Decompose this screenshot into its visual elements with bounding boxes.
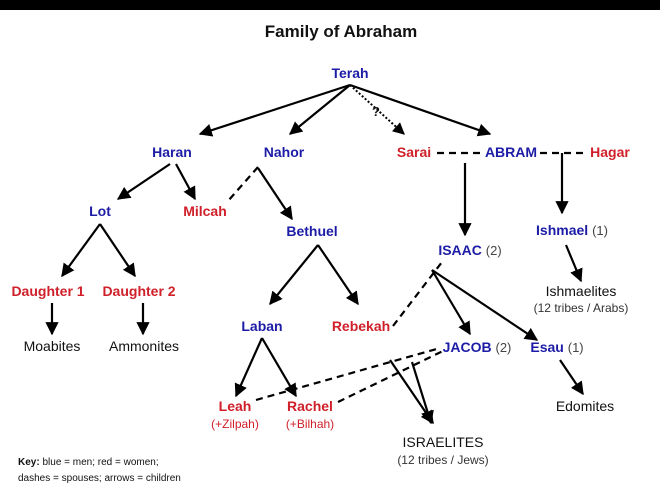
spouse-rachel-jacob	[337, 349, 446, 403]
arrow-isaac-esau	[431, 269, 539, 341]
legend-key: Key: blue = men; red = women; dashes = s…	[18, 457, 181, 484]
isaac-name: ISAAC	[438, 242, 482, 258]
ishmaelites-note: (12 tribes / Arabs)	[534, 301, 629, 315]
person-hagar: Hagar	[590, 144, 630, 160]
arrow-bethuel-laban	[269, 244, 319, 306]
person-terah: Terah	[331, 65, 368, 81]
isaac-children-count: (2)	[486, 243, 502, 258]
person-abram: ABRAM	[485, 144, 537, 160]
nation-moabites: Moabites	[24, 338, 81, 354]
person-ishmael: Ishmael (1)	[536, 222, 608, 238]
person-haran: Haran	[152, 144, 192, 160]
arrow-haran-lot	[116, 163, 171, 200]
person-lot: Lot	[89, 203, 111, 219]
person-esau: Esau (1)	[530, 339, 583, 355]
person-jacob: JACOB (2)	[443, 339, 512, 355]
ishmael-name: Ishmael	[536, 222, 588, 238]
person-bethuel: Bethuel	[286, 223, 337, 239]
top-bar	[0, 0, 660, 10]
person-nahor: Nahor	[264, 144, 305, 160]
nation-ammonites: Ammonites	[109, 338, 179, 354]
arrow-laban-leah	[234, 337, 264, 398]
person-milcah: Milcah	[183, 203, 227, 219]
arrow-terah-sarai-uncertain	[349, 84, 405, 135]
arrow-terah-abram	[349, 83, 492, 137]
leah-note: (+Zilpah)	[211, 417, 259, 431]
israelites-note: (12 tribes / Jews)	[397, 453, 488, 467]
arrow-lot-daughter1	[61, 223, 101, 278]
person-sarai: Sarai	[397, 144, 431, 160]
person-rachel: Rachel	[287, 398, 333, 414]
person-laban: Laban	[241, 318, 282, 334]
diagram-title: Family of Abraham	[265, 22, 417, 41]
arrow-ishmael-ishmaelites	[564, 244, 583, 283]
esau-name: Esau	[530, 339, 563, 355]
arrow-esau-edomites	[559, 359, 584, 396]
ishmael-children-count: (1)	[592, 223, 608, 238]
spouse-leah-jacob	[255, 346, 441, 402]
arrow-lot-daughter2	[99, 223, 136, 278]
uncertain-parentage-mark: ?	[372, 104, 380, 119]
arrow-jacob-israelites-2	[410, 361, 434, 425]
nation-edomites: Edomites	[556, 398, 614, 414]
person-leah: Leah	[219, 398, 252, 414]
esau-count: (1)	[568, 340, 584, 355]
key-line1: blue = men; red = women;	[42, 457, 158, 468]
spouse-rebekah-isaac	[392, 261, 443, 327]
key-label: Key:	[18, 457, 40, 468]
person-isaac: ISAAC (2)	[438, 242, 501, 258]
arrow-isaac-jacob	[431, 269, 471, 336]
arrow-nahor-bethuel	[257, 167, 293, 221]
arrow-terah-haran	[198, 83, 351, 137]
nation-israelites: ISRAELITES	[403, 434, 484, 450]
jacob-name: JACOB	[443, 339, 492, 355]
arrow-terah-nahor	[288, 84, 351, 135]
person-daughter2: Daughter 2	[102, 283, 175, 299]
arrow-bethuel-rebekah	[317, 244, 359, 306]
rachel-note: (+Bilhah)	[286, 417, 334, 431]
key-line2: dashes = spouses; arrows = children	[18, 473, 181, 484]
arrow-jacob-israelites-1	[389, 359, 434, 425]
arrow-laban-rachel	[261, 337, 297, 398]
person-rebekah: Rebekah	[332, 318, 390, 334]
arrow-haran-milcah	[175, 163, 196, 201]
jacob-wives-count: (2)	[496, 340, 512, 355]
svg-text:Key: blue = men; red = women: Key: blue = men; red = women;	[18, 457, 159, 468]
spouse-nahor-milcah	[227, 166, 259, 202]
person-daughter1: Daughter 1	[11, 283, 84, 299]
nation-ishmaelites: Ishmaelites	[546, 283, 617, 299]
connections	[45, 83, 588, 425]
